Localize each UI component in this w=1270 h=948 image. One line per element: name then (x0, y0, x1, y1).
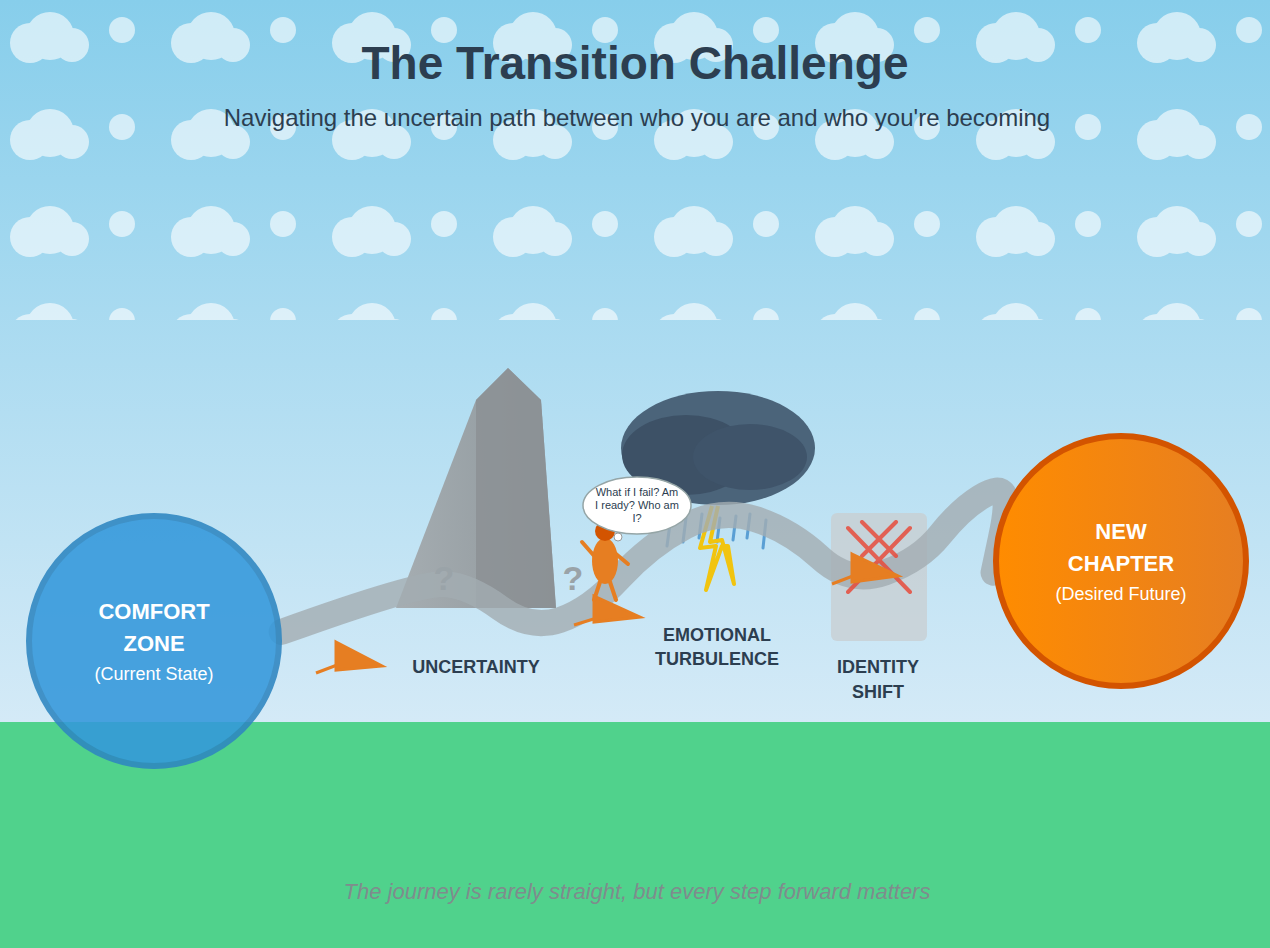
person-figure-part (614, 533, 622, 541)
crossed-marks (848, 522, 910, 592)
comfort-circle-outline (29, 516, 279, 766)
bubble-outline (583, 477, 691, 534)
progress-arrows-part (336, 642, 382, 670)
crossed-marks-part (862, 522, 896, 556)
sky (0, 0, 1270, 722)
person-figure-part (594, 582, 600, 600)
comfort-circle: COMFORT ZONE(Current State) (26, 513, 282, 769)
node-text-wrap: NEW CHAPTER(Desired Future) (993, 433, 1249, 689)
node-text-wrap: COMFORT ZONE(Current State) (26, 513, 282, 769)
mountain-part (396, 368, 556, 608)
question-mark: ? (429, 559, 459, 598)
node-text: NEW CHAPTER (1041, 516, 1201, 580)
stage-label: UNCERTAINTY (376, 657, 576, 678)
new-chapter-circle: NEW CHAPTER(Desired Future) (993, 433, 1249, 689)
title: The Transition Challenge (85, 36, 1185, 90)
node-text-wrap: What if I fail? Am I ready? Who am I? (582, 476, 692, 535)
mountain-part (476, 368, 556, 608)
crossed-marks-part (862, 522, 896, 556)
node-text: What if I fail? Am I ready? Who am I? (595, 486, 679, 525)
person-figure-part (592, 538, 618, 584)
node-text: COMFORT ZONE (74, 596, 234, 660)
person-figure-part (610, 582, 616, 600)
node-text: (Desired Future) (1041, 582, 1201, 606)
stage-label: EMOTIONAL TURBULENCE (642, 623, 792, 671)
node-text: (Current State) (74, 662, 234, 686)
question-mark: ? (558, 559, 588, 598)
mountain (396, 368, 556, 608)
stage-label: IDENTITY SHIFT (823, 655, 933, 705)
thought-bubble: What if I fail? Am I ready? Who am I? (582, 476, 692, 535)
progress-arrows-part (852, 554, 898, 582)
storm-cloud-part (693, 424, 807, 490)
cloud-pattern (0, 0, 1270, 320)
new-chapter-circle-outline (996, 436, 1246, 686)
subtitle: Navigating the uncertain path between wh… (37, 104, 1237, 132)
caption: The journey is rarely straight, but ever… (137, 879, 1137, 905)
